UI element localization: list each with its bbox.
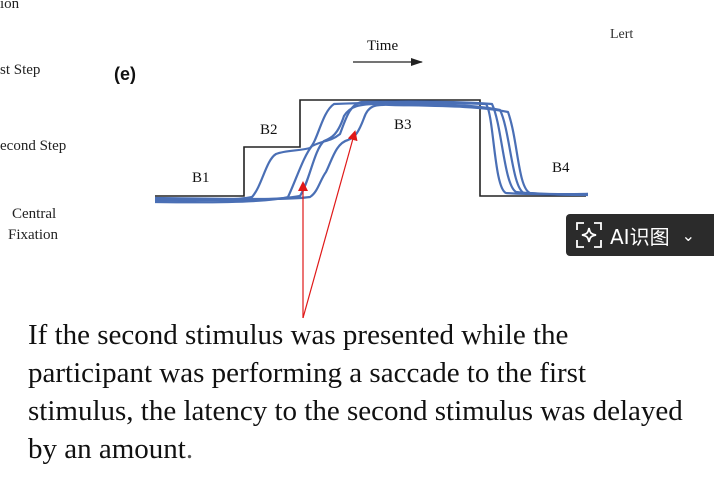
eye-trace-4: [154, 103, 589, 201]
label-fixation: Fixation: [8, 227, 59, 243]
ai-image-recognition-button[interactable]: AI识图 ⌄: [566, 214, 714, 256]
stimulus-step-line: [155, 99, 586, 197]
eye-trace-1: [154, 101, 589, 202]
eye-traces: [154, 100, 589, 204]
block-b2: B2: [260, 122, 278, 138]
ai-scan-icon: [576, 222, 602, 248]
block-b4: B4: [552, 160, 570, 176]
panel-label: (e): [114, 64, 136, 84]
eye-trace-2: [154, 100, 589, 204]
caption-tail: .: [185, 433, 194, 465]
label-first-step: st Step: [0, 62, 41, 78]
chevron-down-icon: ⌄: [681, 225, 695, 245]
caption-main: If the second stimulus was presented whi…: [28, 319, 683, 465]
eye-trace-3: [154, 102, 589, 202]
caption: If the second stimulus was presented whi…: [28, 316, 688, 468]
annotation-arrow-b: [302, 130, 358, 319]
time-label: Time: [367, 38, 399, 54]
corner-label: Lert: [610, 27, 634, 42]
label-top-fragment: ion: [0, 0, 20, 12]
label-central: Central: [12, 206, 57, 222]
block-b3: B3: [394, 117, 412, 133]
label-second-step: econd Step: [0, 138, 67, 154]
block-b1: B1: [192, 170, 210, 186]
ai-badge-label: AI识图: [610, 224, 670, 249]
